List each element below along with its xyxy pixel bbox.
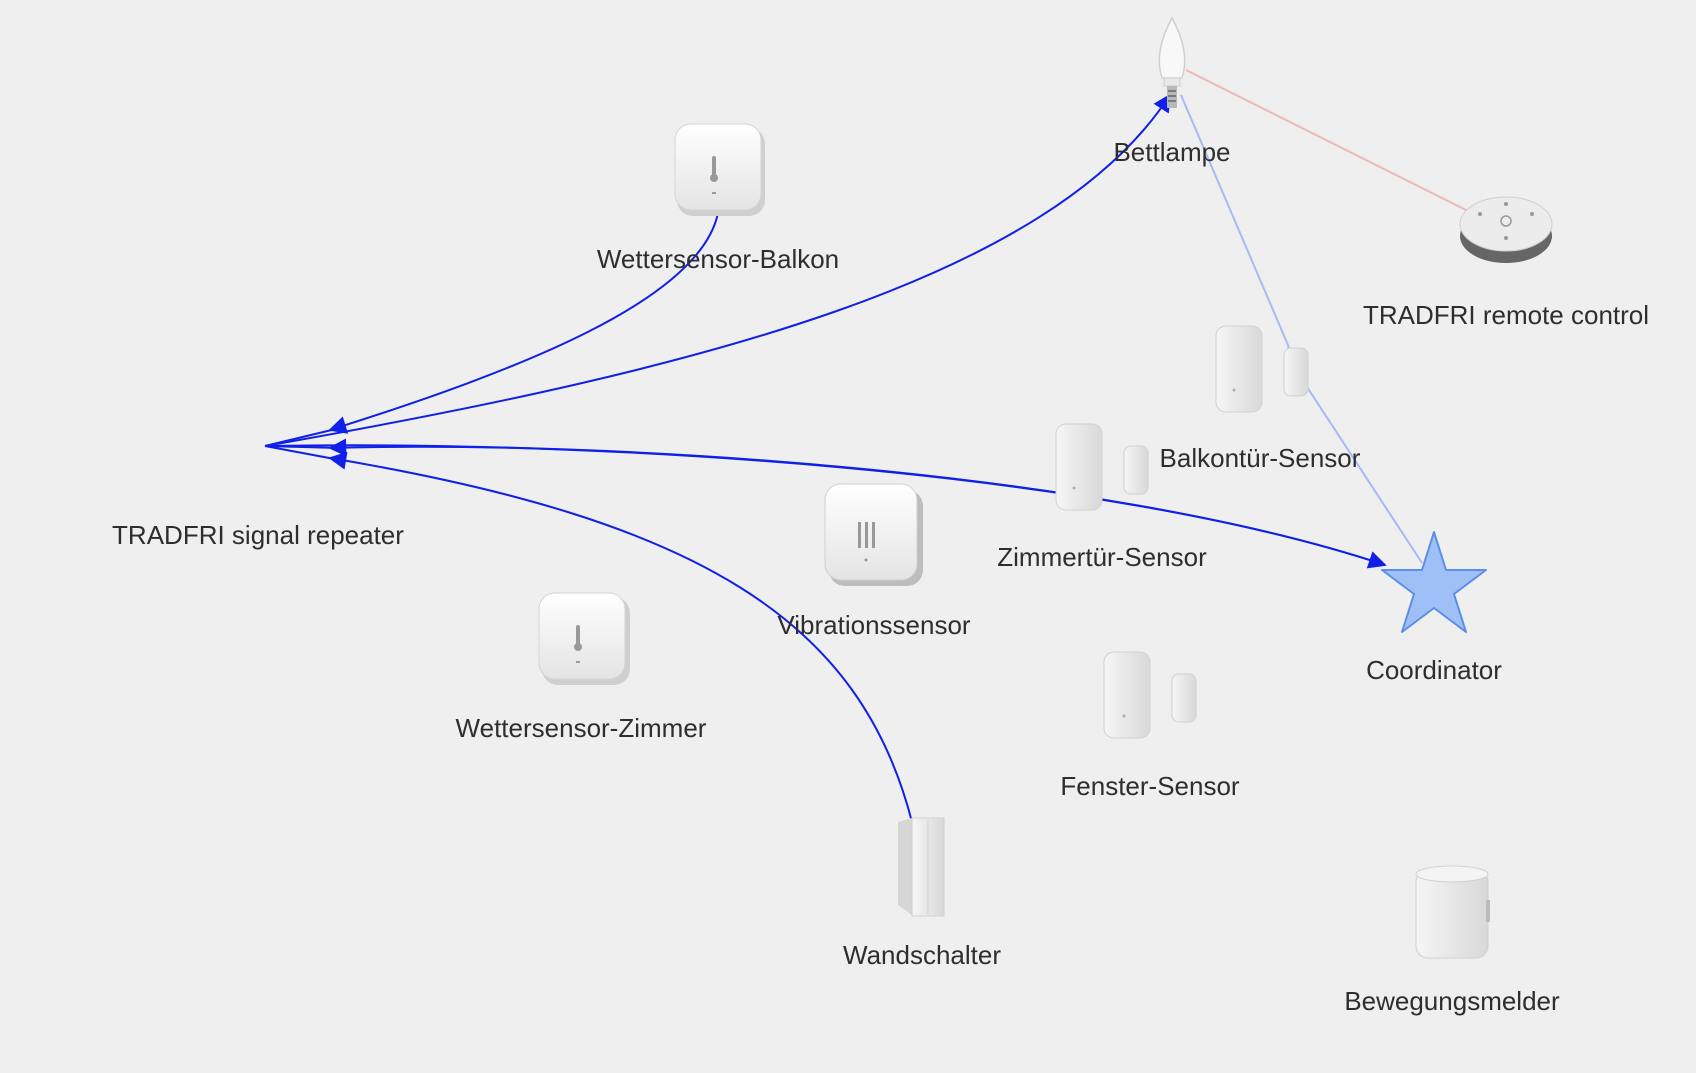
label-bewegung: Bewegungsmelder (1344, 986, 1560, 1016)
node-zimmertuer[interactable]: Zimmertür-Sensor (997, 423, 1207, 572)
label-zimmertuer: Zimmertür-Sensor (997, 542, 1207, 572)
label-remote: TRADFRI remote control (1363, 300, 1649, 330)
node-bettlampe[interactable]: Bettlampe (1113, 16, 1231, 167)
thermometer-sensor-icon (538, 592, 630, 685)
node-remote[interactable]: TRADFRI remote control (1363, 196, 1649, 330)
vibration-sensor-icon (824, 483, 923, 586)
door-sensor-icon (1103, 651, 1197, 739)
node-fenster[interactable]: Fenster-Sensor (1060, 651, 1240, 801)
label-wandschalter: Wandschalter (843, 940, 1001, 970)
node-vibration[interactable]: Vibrationssensor (777, 483, 971, 640)
edge-wetter-balkon-repeater[interactable] (328, 212, 719, 434)
edge-bettlampe-remote[interactable] (1185, 69, 1471, 213)
node-wetter-zimmer[interactable]: Wettersensor-Zimmer (456, 592, 707, 743)
edge-repeater-coordinator-return[interactable] (328, 438, 1386, 566)
repeater-fan (264, 427, 341, 461)
edge-wandschalter-repeater[interactable] (328, 451, 913, 823)
motion-sensor-icon (1415, 865, 1490, 959)
node-coordinator[interactable]: Coordinator (1366, 531, 1502, 685)
edges-layer (264, 69, 1471, 823)
label-balkontuer: Balkontür-Sensor (1160, 443, 1361, 473)
door-sensor-icon (1215, 325, 1309, 413)
label-wetter-balkon: Wettersensor-Balkon (597, 244, 839, 274)
door-sensor-icon (1055, 423, 1149, 511)
node-wandschalter[interactable]: Wandschalter (843, 817, 1001, 970)
wall-switch-icon (898, 817, 945, 917)
node-repeater[interactable]: TRADFRI signal repeater (112, 520, 404, 550)
edge-repeater-bettlampe[interactable] (264, 93, 1171, 447)
label-fenster: Fenster-Sensor (1060, 771, 1240, 801)
node-wetter-balkon[interactable]: Wettersensor-Balkon (597, 123, 839, 274)
star-icon (1381, 531, 1487, 633)
label-vibration: Vibrationssensor (777, 610, 971, 640)
thermometer-sensor-icon (674, 123, 765, 216)
label-wetter-zimmer: Wettersensor-Zimmer (456, 713, 707, 743)
label-repeater: TRADFRI signal repeater (112, 520, 404, 550)
node-balkontuer[interactable]: Balkontür-Sensor (1160, 325, 1361, 473)
remote-control-icon (1459, 196, 1553, 263)
node-bewegung[interactable]: Bewegungsmelder (1344, 865, 1560, 1016)
light-bulb-icon (1158, 16, 1186, 108)
label-bettlampe: Bettlampe (1113, 137, 1230, 167)
label-coordinator: Coordinator (1366, 655, 1502, 685)
